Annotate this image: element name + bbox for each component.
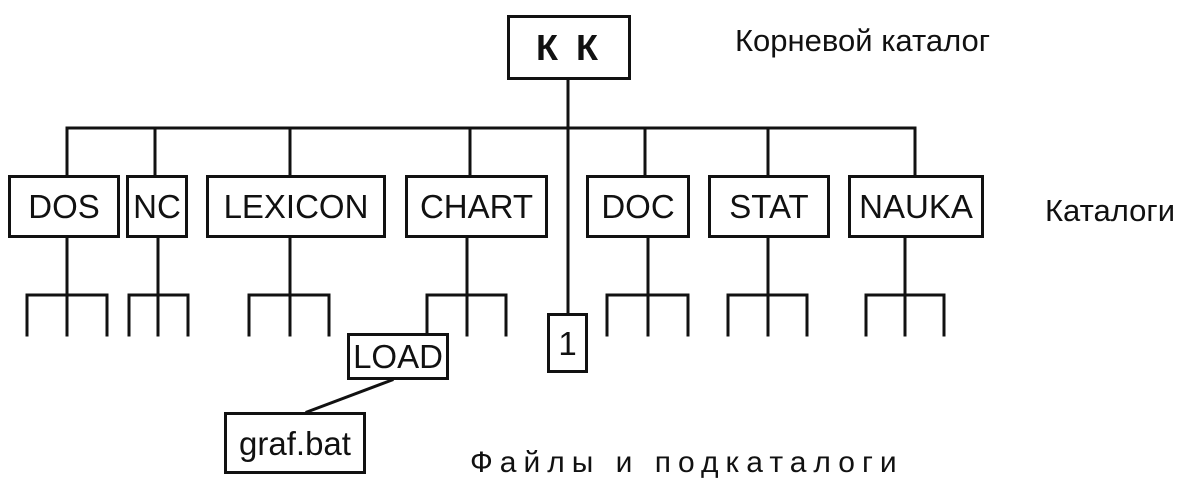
chart-children-fork [425, 236, 508, 337]
directory-box-nauka: NAUKA [848, 175, 984, 238]
directory-box-nc: NC [126, 175, 188, 238]
stat-children-fork [726, 236, 809, 337]
lexicon-children-fork [247, 236, 331, 337]
directory-box-lexicon: LEXICON [206, 175, 386, 238]
dos-children-fork [25, 236, 109, 337]
file-box-1: 1 [547, 313, 588, 373]
nc-children-fork [127, 236, 190, 337]
doc-children-fork [605, 236, 690, 337]
load-to-graf-line [305, 378, 394, 414]
files-and-subdirectories-caption: Файлы и подкаталоги [470, 446, 904, 479]
subdirectory-box-load: LOAD [347, 333, 449, 380]
file-box-graf-bat: graf.bat [224, 412, 366, 474]
root-directory-box: К К [507, 15, 631, 80]
root-directory-caption: Корневой каталог [735, 23, 991, 58]
directory-box-stat: STAT [708, 175, 830, 238]
directory-box-dos: DOS [8, 175, 120, 238]
directory-box-doc: DOC [586, 175, 690, 238]
directory-box-chart: CHART [405, 175, 548, 238]
nauka-children-fork [864, 236, 946, 337]
directories-caption: Каталоги [1045, 193, 1176, 228]
